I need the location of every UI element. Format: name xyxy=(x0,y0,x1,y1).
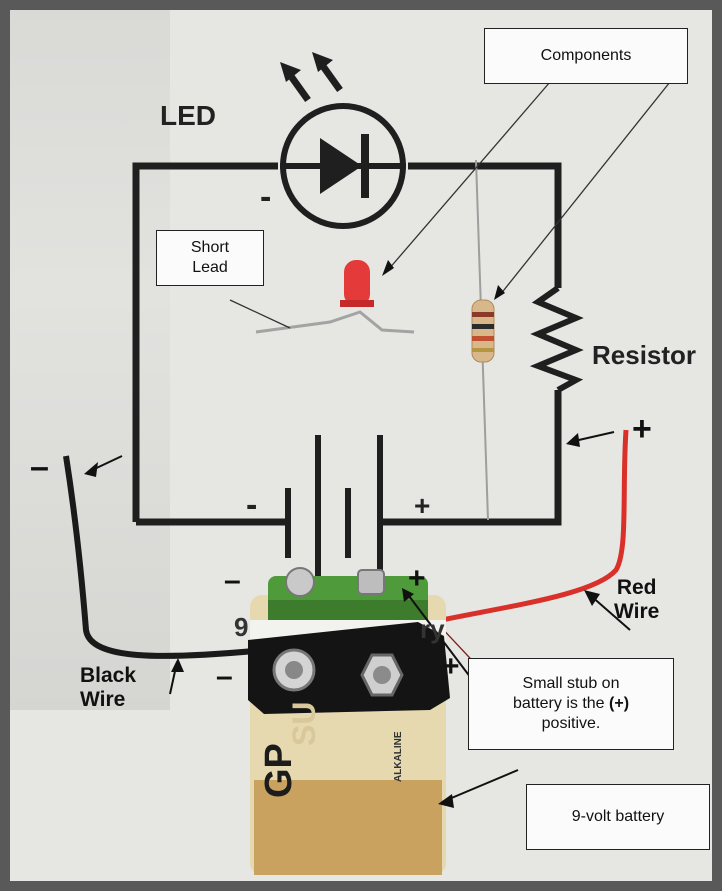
black-wire xyxy=(63,455,266,659)
left-circuit-line xyxy=(132,162,278,522)
small-stub-text: battery is the xyxy=(512,695,605,712)
black-wire-minus-sign: – xyxy=(30,448,49,486)
red-wire xyxy=(389,429,629,635)
battery-clip xyxy=(248,622,450,714)
led-minus-sign: - xyxy=(260,178,272,216)
led-body xyxy=(344,260,370,306)
red-wire-label: Red Wire xyxy=(614,576,660,624)
battery-body xyxy=(250,567,446,875)
positive-symbol: (+) xyxy=(609,695,630,712)
small-stub-callout: Small stub on battery is the (+) positiv… xyxy=(468,658,674,750)
battery-minus-sign: - xyxy=(246,486,258,524)
small-stub-line-1: Small stub on xyxy=(522,675,620,692)
battery-partial-label-2: ry xyxy=(420,614,445,644)
top-right-circuit-line xyxy=(408,162,562,288)
short-lead-callout: Short Lead xyxy=(156,230,264,286)
background-paper xyxy=(10,10,170,710)
battery-plus-sign: + xyxy=(414,490,431,521)
right-bottom-line xyxy=(382,390,562,526)
black-wire-label: Black Wire xyxy=(80,664,137,712)
circuit-photo: LED Resistor - - + 9 ry GP SU ALKALINE C… xyxy=(10,10,712,881)
battery-type: ALKALINE xyxy=(393,731,404,782)
clip-plus-sign: + xyxy=(442,650,460,683)
terminal-minus-sign: – xyxy=(224,564,241,597)
small-stub-line-3: positive. xyxy=(541,715,601,732)
clip-minus-sign: – xyxy=(216,660,233,693)
battery-brand-line: SU xyxy=(286,701,322,746)
led-leads xyxy=(255,310,415,334)
components-callout: Components xyxy=(484,28,688,84)
resistor-label: Resistor xyxy=(592,340,697,370)
resistor-body xyxy=(471,299,495,363)
small-stub-line-2: battery is the (+) xyxy=(513,694,629,714)
battery-partial-label: 9 xyxy=(234,612,249,642)
resistor-symbol xyxy=(529,285,584,393)
led-label: LED xyxy=(160,100,216,131)
led-symbol xyxy=(280,52,406,229)
red-wire-plus-sign: + xyxy=(632,410,652,448)
terminal-plus-sign: + xyxy=(408,562,426,595)
battery-callout: 9-volt battery xyxy=(526,784,710,850)
battery-brand-gp: GP xyxy=(258,743,300,798)
circuit-diagram xyxy=(63,52,671,875)
